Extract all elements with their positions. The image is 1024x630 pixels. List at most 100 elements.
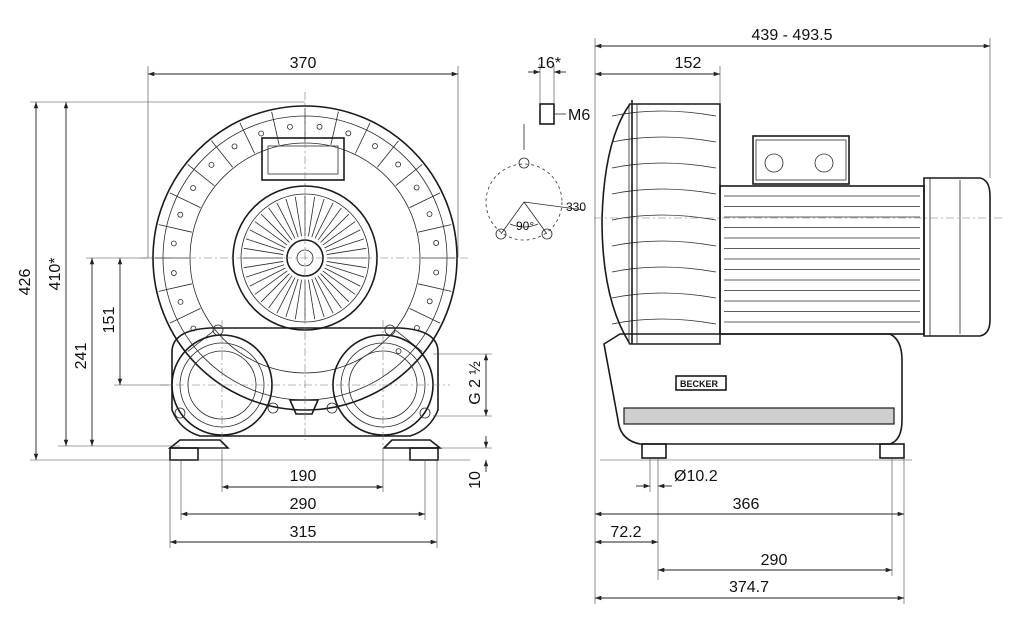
dim-10: 10 xyxy=(467,471,484,489)
housing-rib xyxy=(271,111,280,145)
fan-blade xyxy=(260,273,290,303)
dim-290-side: 290 xyxy=(761,552,788,569)
housing-rib xyxy=(377,140,399,168)
rib-hole xyxy=(433,269,440,276)
fan-blade xyxy=(322,221,356,246)
housing-rib xyxy=(409,307,441,324)
brand-label: BECKER xyxy=(680,379,719,389)
fan-blade xyxy=(249,229,286,249)
fan-blade xyxy=(317,275,342,309)
rib-hole xyxy=(426,298,433,305)
side-fin xyxy=(611,136,717,143)
dim-426: 426 xyxy=(17,269,34,296)
rib-hole xyxy=(287,123,293,130)
rib-hole xyxy=(372,143,378,149)
dim-374-7: 374.7 xyxy=(729,579,769,596)
fan-blade xyxy=(268,275,293,309)
dim-16-star: 16* xyxy=(537,55,561,72)
rib-hole xyxy=(170,240,177,247)
bolt-detail: M6 16* 90° 330 xyxy=(485,55,590,241)
rib-hole xyxy=(170,270,177,276)
fan-blade xyxy=(285,198,299,238)
dim-151: 151 xyxy=(101,307,118,334)
side-fin xyxy=(611,188,717,195)
side-dimensions: 439 - 493.5 152 Ø10.2 366 72.2 290 374.7 xyxy=(594,27,991,604)
side-fin xyxy=(611,214,717,221)
fan-blade xyxy=(326,247,367,255)
fan-blade xyxy=(294,196,302,237)
side-fin xyxy=(611,162,717,169)
housing-rib xyxy=(169,307,201,324)
housing-rib xyxy=(158,224,192,233)
side-fin xyxy=(611,240,717,247)
fan-blade xyxy=(243,247,284,255)
fan-blade xyxy=(243,261,284,269)
side-fin xyxy=(611,110,717,117)
dim-410-star: 410* xyxy=(47,258,64,291)
fan-blade xyxy=(322,270,356,295)
fan-blade xyxy=(320,273,350,303)
fan-blade xyxy=(254,221,288,246)
housing-rib xyxy=(330,111,339,145)
fan-blade xyxy=(249,267,286,287)
dim-315: 315 xyxy=(290,524,317,541)
side-fin xyxy=(611,266,717,273)
fan-blade xyxy=(294,279,302,320)
housing-rib xyxy=(409,192,441,209)
dim-152: 152 xyxy=(675,55,702,72)
housing-rib xyxy=(354,122,371,154)
housing-rib xyxy=(187,164,215,186)
side-fin xyxy=(611,292,717,299)
housing-rib xyxy=(211,140,233,168)
rib-hole xyxy=(395,161,402,168)
dim-330: 330 xyxy=(566,200,586,214)
motor-cooling-fins xyxy=(724,195,920,323)
fan-blade xyxy=(325,238,365,252)
side-view: BECKER xyxy=(594,100,1004,461)
front-dimensions: 370 426 410* 241 151 G 2 ½ 10 190 xyxy=(17,55,492,548)
dim-port-thread: G 2 ½ xyxy=(467,361,484,405)
housing-rib xyxy=(239,122,256,154)
dim-90-deg: 90° xyxy=(516,219,534,233)
housing-rib xyxy=(169,192,201,209)
fan-blade xyxy=(260,213,290,243)
rib-hole xyxy=(433,240,440,246)
fan-blade xyxy=(324,267,361,287)
rib-hole xyxy=(345,130,352,137)
fan-blade xyxy=(308,196,316,237)
rib-hole xyxy=(316,123,323,130)
side-fin xyxy=(611,318,717,325)
rib-hole xyxy=(231,143,238,150)
dim-overall-length: 439 - 493.5 xyxy=(752,27,833,44)
rib-hole xyxy=(258,130,265,137)
rib-hole xyxy=(177,298,184,305)
rib-hole xyxy=(208,161,215,168)
fan-blade xyxy=(314,277,334,314)
housing-ribs xyxy=(155,108,455,355)
fan-blade xyxy=(317,207,342,241)
dim-290-front: 290 xyxy=(290,496,317,513)
side-housing-fins xyxy=(611,110,717,325)
fan-blade xyxy=(245,238,285,252)
dim-241: 241 xyxy=(73,343,90,370)
housing-rib xyxy=(418,283,452,292)
fan-blade xyxy=(276,202,296,239)
housing-rib xyxy=(158,283,192,292)
front-view xyxy=(140,92,470,461)
fan-blades xyxy=(243,196,367,320)
housing-rib xyxy=(187,330,215,352)
housing-rib xyxy=(418,224,452,233)
fan-blade xyxy=(268,207,293,241)
dim-366: 366 xyxy=(733,496,760,513)
rib-hole xyxy=(413,184,420,191)
dim-hole-dia: Ø10.2 xyxy=(674,468,718,485)
fan-blade xyxy=(324,229,361,249)
fan-blade xyxy=(314,202,334,239)
rib-hole xyxy=(395,348,402,355)
fan-blade xyxy=(308,279,316,320)
dim-m6: M6 xyxy=(568,107,590,124)
fan-blade xyxy=(276,277,296,314)
fan-blade xyxy=(285,278,299,318)
fan-blade xyxy=(254,270,288,295)
